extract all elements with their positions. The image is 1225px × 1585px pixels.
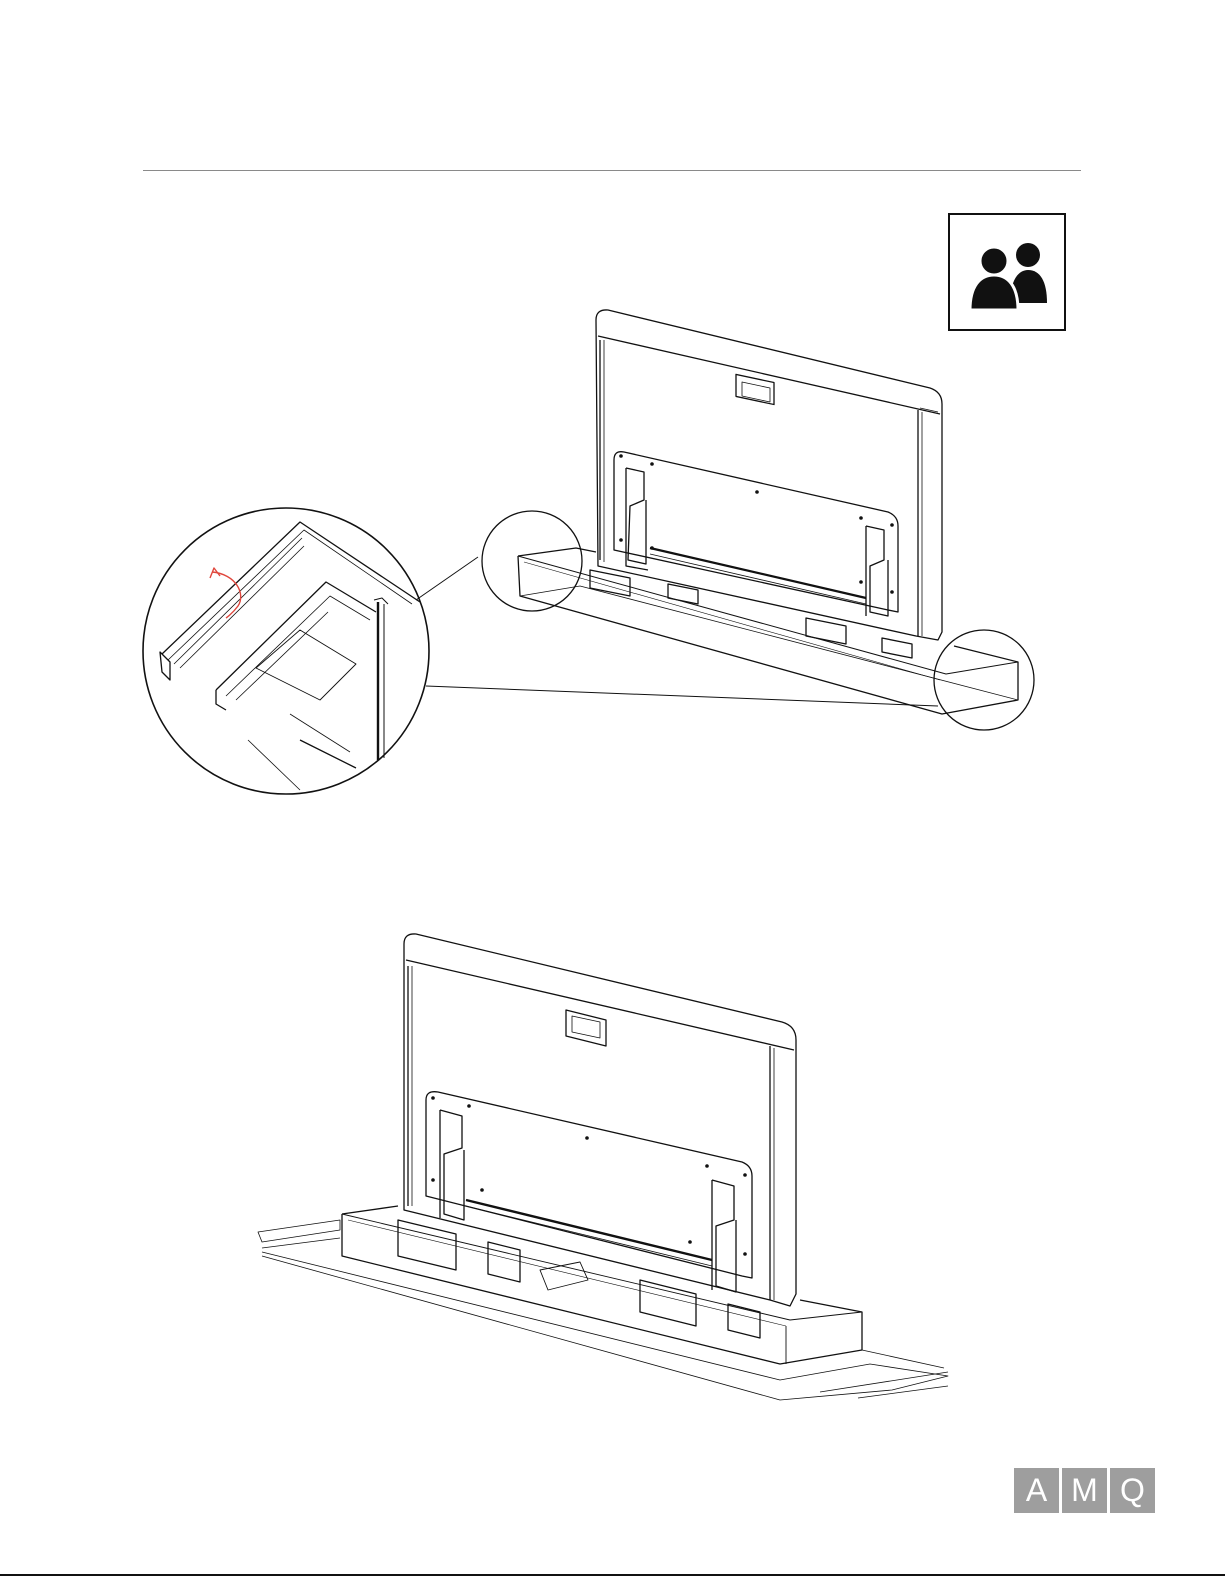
amq-logo: A M Q — [1014, 1468, 1155, 1513]
logo-letter: A — [1014, 1468, 1059, 1513]
logo-letter: M — [1062, 1468, 1107, 1513]
top-figure-unit — [416, 310, 1034, 730]
footer-divider — [0, 1574, 1225, 1576]
bottom-figure-unit — [258, 934, 948, 1400]
corner-detail-magnifier — [143, 508, 429, 794]
logo-letter: Q — [1110, 1468, 1155, 1513]
